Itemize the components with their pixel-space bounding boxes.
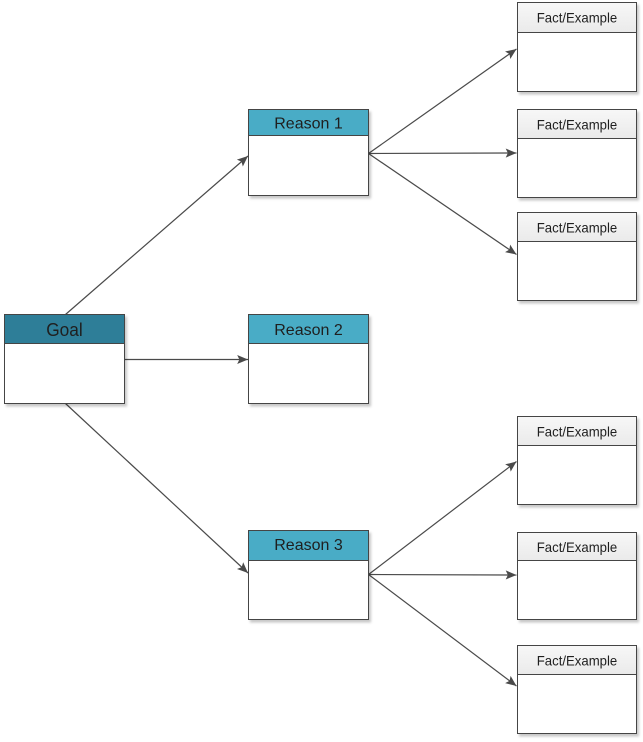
svg-text:Reason 3: Reason 3 [274, 537, 343, 554]
svg-text:Fact/Example: Fact/Example [537, 539, 618, 555]
svg-text:Goal: Goal [46, 320, 83, 340]
svg-text:Fact/Example: Fact/Example [537, 220, 618, 236]
svg-text:Reason 1: Reason 1 [274, 116, 343, 133]
svg-text:Fact/Example: Fact/Example [537, 653, 618, 669]
svg-text:Fact/Example: Fact/Example [537, 10, 618, 26]
svg-text:Reason 2: Reason 2 [274, 322, 343, 339]
svg-text:Fact/Example: Fact/Example [537, 117, 618, 133]
svg-text:Fact/Example: Fact/Example [537, 424, 618, 440]
